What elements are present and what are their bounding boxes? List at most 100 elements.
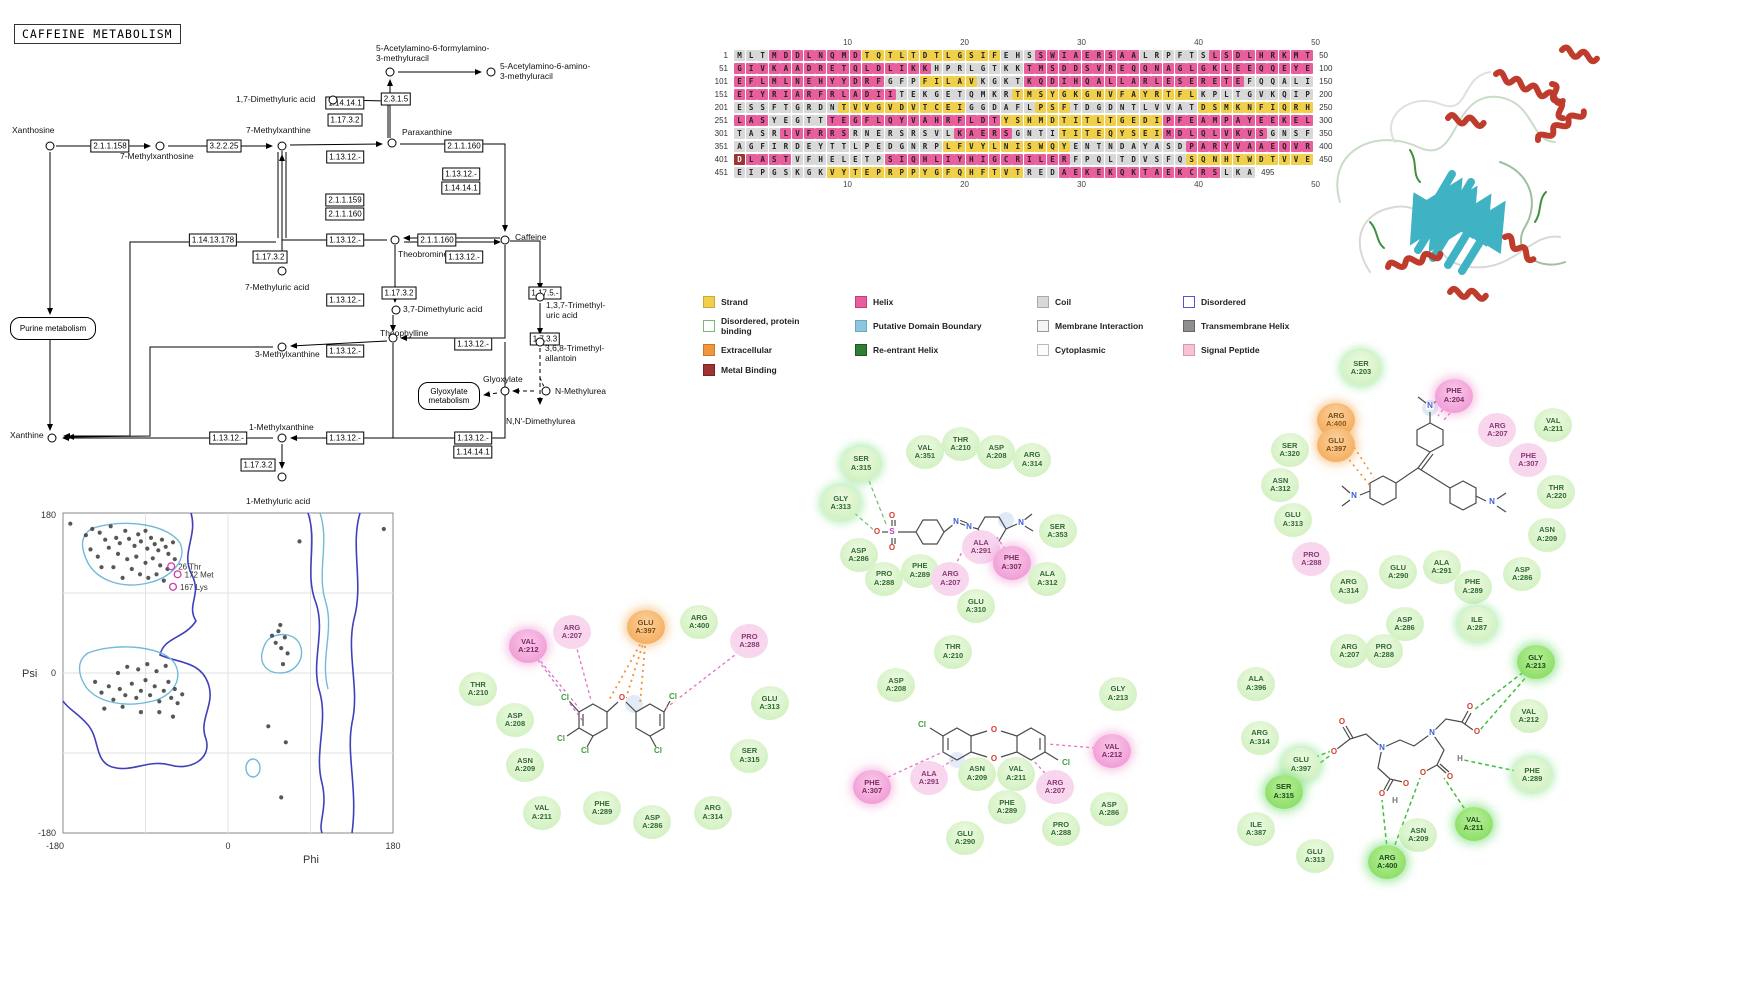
enzyme-box[interactable]: 1.17.3.2 bbox=[252, 250, 288, 264]
pathway-map-link[interactable]: Purine metabolism bbox=[10, 317, 96, 340]
residue-cell: E bbox=[1162, 76, 1174, 87]
residue-cell: V bbox=[1162, 102, 1174, 113]
enzyme-box[interactable]: 1.14.13.178 bbox=[188, 233, 238, 247]
residue-cell: R bbox=[780, 141, 792, 152]
residue-cell: E bbox=[734, 167, 745, 178]
residue-cell: R bbox=[1151, 89, 1163, 100]
residue-cell: S bbox=[1023, 141, 1035, 152]
residue-id: A:313 bbox=[1282, 518, 1304, 528]
phi-psi-point bbox=[88, 547, 93, 552]
residue-cell: E bbox=[873, 141, 885, 152]
residue-cell: T bbox=[861, 154, 873, 165]
residue-cell: D bbox=[1139, 115, 1151, 126]
enzyme-box[interactable]: 1.13.12.- bbox=[326, 431, 364, 445]
compound-node bbox=[535, 292, 545, 302]
residue-cell: E bbox=[861, 167, 873, 178]
ligand-structure bbox=[532, 633, 745, 748]
residue-id: A:400 bbox=[1377, 860, 1398, 870]
enzyme-box[interactable]: 1.13.12.- bbox=[326, 150, 364, 164]
residue-cell: F bbox=[919, 76, 931, 87]
phi-psi-point bbox=[166, 679, 171, 684]
residue-cell: I bbox=[884, 89, 896, 100]
enzyme-box[interactable]: 2.1.1.160 bbox=[325, 207, 365, 221]
enzyme-box[interactable]: 2.1.1.160 bbox=[444, 139, 484, 153]
residue-id: A:208 bbox=[504, 718, 526, 728]
residue-cell: I bbox=[1070, 128, 1082, 139]
residue-cell: Q bbox=[884, 115, 896, 126]
residue-cell: G bbox=[1197, 63, 1209, 74]
residue-cell: D bbox=[1174, 141, 1186, 152]
enzyme-box[interactable]: 1.17.3.2 bbox=[240, 458, 276, 472]
enzyme-box[interactable]: 1.17.5.- bbox=[528, 286, 562, 300]
enzyme-box[interactable]: 2.1.1.159 bbox=[325, 193, 365, 207]
compound-node bbox=[486, 67, 496, 77]
enzyme-box[interactable]: 2.3.1.5 bbox=[380, 92, 412, 106]
enzyme-box[interactable]: 1.13.12.- bbox=[326, 293, 364, 307]
residue-cell: S bbox=[1174, 76, 1186, 87]
residue-cell: R bbox=[907, 128, 919, 139]
residue-cell: S bbox=[1197, 50, 1209, 61]
enzyme-box[interactable]: 1.14.14.1 bbox=[453, 445, 493, 459]
residue-cell: V bbox=[931, 128, 943, 139]
residue-cell: T bbox=[1081, 115, 1093, 126]
ruler-number: 30 bbox=[1077, 180, 1086, 189]
residue-name: ASN bbox=[1272, 475, 1289, 485]
compound-node bbox=[388, 333, 398, 343]
pathway-map-link[interactable]: Glyoxylate metabolism bbox=[418, 382, 480, 410]
legend-item-disordered-protein-binding: Disordered, protein binding bbox=[703, 316, 831, 336]
residue-id: A:210 bbox=[467, 687, 489, 697]
residue-cell: T bbox=[803, 115, 815, 126]
residue-cell: G bbox=[896, 141, 908, 152]
residue-cell: E bbox=[734, 89, 745, 100]
residue-cell: K bbox=[977, 76, 989, 87]
residue-cell: S bbox=[1209, 167, 1221, 178]
residue-cell: S bbox=[1035, 50, 1047, 61]
enzyme-box[interactable]: 1.13.12.- bbox=[445, 250, 483, 264]
enzyme-box[interactable]: 1.14.14.1 bbox=[441, 181, 481, 195]
residue-cell: T bbox=[815, 115, 827, 126]
enzyme-box[interactable]: 1.13.12.- bbox=[326, 344, 364, 358]
enzyme-box[interactable]: 1.13.12.- bbox=[442, 167, 480, 181]
residue-cell: G bbox=[884, 76, 896, 87]
enzyme-box[interactable]: 1.13.12.- bbox=[454, 431, 492, 445]
residue-cell: V bbox=[1139, 154, 1151, 165]
enzyme-box[interactable]: 2.1.1.160 bbox=[417, 233, 457, 247]
enzyme-box[interactable]: 1.13.12.- bbox=[454, 337, 492, 351]
residue-cell: D bbox=[896, 102, 908, 113]
enzyme-box[interactable]: 1.13.12.- bbox=[326, 233, 364, 247]
residue-cell: D bbox=[1047, 76, 1059, 87]
residue-cell: I bbox=[1151, 115, 1163, 126]
residue-cell: E bbox=[849, 154, 861, 165]
phi-psi-point bbox=[123, 693, 128, 698]
phi-psi-point bbox=[158, 563, 163, 568]
residue-id: A:307 bbox=[1518, 459, 1539, 469]
enzyme-box[interactable]: 1.7.3.3 bbox=[529, 332, 561, 346]
residue-cell: F bbox=[1174, 89, 1186, 100]
enzyme-box[interactable]: 1.17.3.2 bbox=[327, 113, 363, 127]
row-start-number: 51 bbox=[719, 64, 728, 73]
residue-cell: K bbox=[1278, 50, 1290, 61]
enzyme-box[interactable]: 3.2.2.25 bbox=[206, 139, 242, 153]
residue-name: ILE bbox=[1250, 820, 1262, 830]
enzyme-box[interactable]: 1.17.3.2 bbox=[381, 286, 417, 300]
residue-cell: Q bbox=[1267, 63, 1279, 74]
phi-psi-point bbox=[102, 706, 107, 711]
enzyme-box[interactable]: 1.13.12.- bbox=[209, 431, 247, 445]
residue-id: A:289 bbox=[996, 805, 1018, 815]
residue-id: A:291 bbox=[918, 777, 940, 787]
residue-cell: Q bbox=[1255, 63, 1267, 74]
ruler-number: 50 bbox=[1311, 180, 1320, 189]
enzyme-box[interactable]: 2.1.1.158 bbox=[90, 139, 130, 153]
residue-cell: R bbox=[803, 89, 815, 100]
